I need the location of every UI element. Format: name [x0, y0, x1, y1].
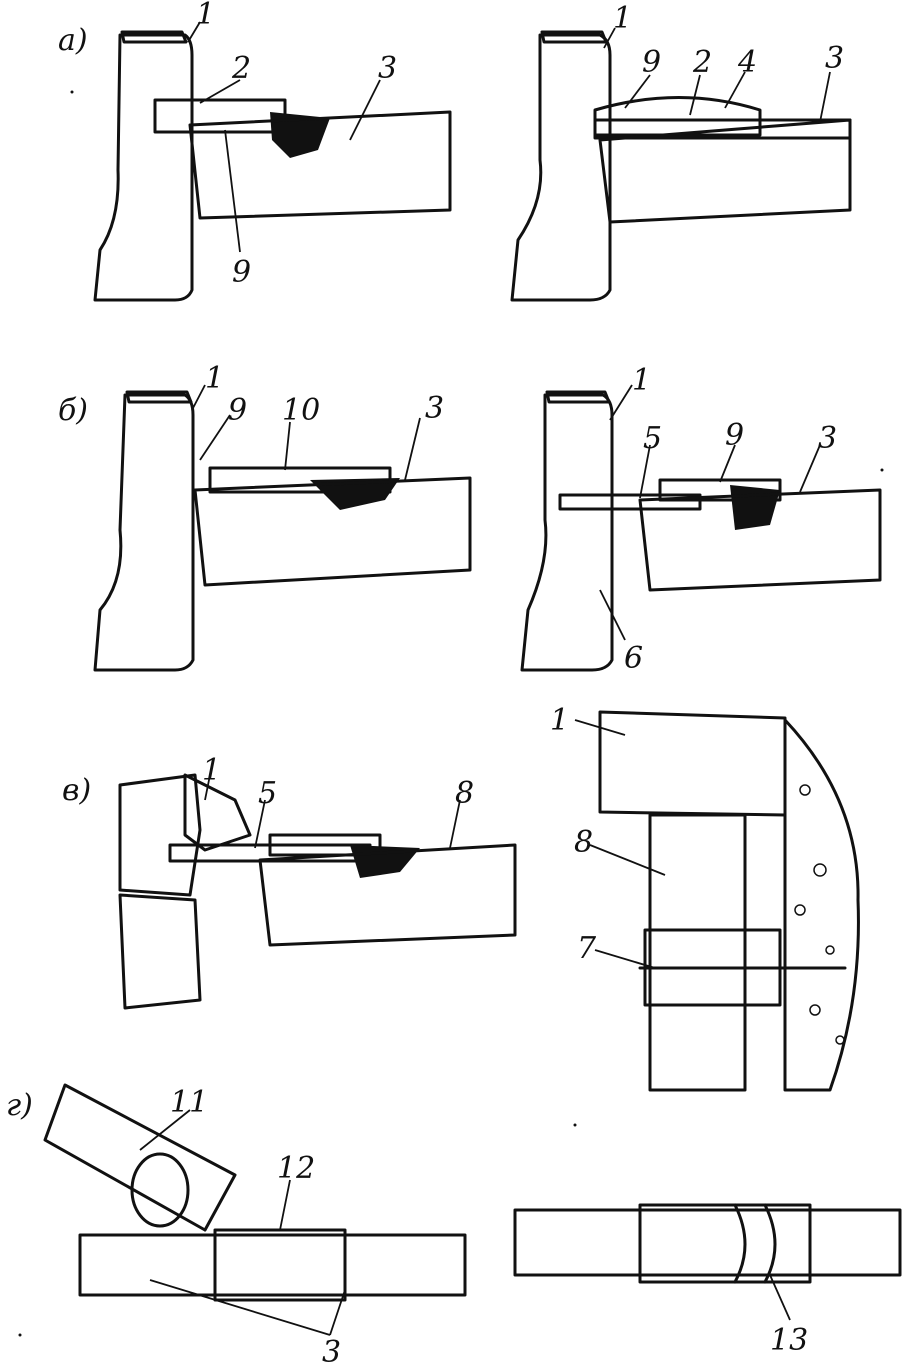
label-9-a-right: 9	[642, 45, 661, 80]
panel-a-right	[510, 30, 852, 302]
label-8-v-left: 8	[455, 776, 474, 811]
collar-4	[593, 96, 762, 137]
wall-cap	[540, 30, 608, 44]
coupling-13	[638, 1203, 812, 1284]
flange-wall	[510, 33, 612, 302]
label-12-g: 12	[277, 1151, 315, 1186]
wall-cap	[120, 30, 188, 44]
label-5-v-left: 5	[258, 776, 277, 811]
flange-wall	[93, 33, 194, 302]
sleeve-9	[153, 98, 287, 134]
flange-wall	[93, 393, 195, 672]
main-pipe-3	[78, 1233, 467, 1297]
label-3-b-left: 3	[425, 391, 444, 426]
wall-cap	[125, 390, 193, 404]
weld-bead	[733, 1203, 777, 1284]
section-label-b: б)	[58, 393, 88, 428]
label-11-g: 11	[170, 1085, 208, 1120]
label-3-a-right: 3	[825, 41, 844, 76]
panel-v-left	[118, 773, 517, 1010]
print-speck	[573, 1123, 577, 1127]
label-2-a-left: 2	[231, 51, 251, 86]
label-1-b-right: 1	[632, 363, 651, 398]
section-label-g: г)	[6, 1088, 33, 1123]
pipe-8-vertical	[648, 813, 747, 1092]
branch-pipe-11	[43, 1083, 237, 1232]
label-1-b-left: 1	[205, 361, 224, 396]
leader-lines	[139, 21, 831, 1336]
label-1-a-left: 1	[196, 0, 215, 32]
pipe-3	[638, 488, 882, 592]
sealant-fill	[730, 485, 780, 530]
label-13-g: 13	[770, 1323, 808, 1358]
label-5-b-right: 5	[643, 421, 662, 456]
label-4-a-right: 4	[737, 45, 757, 80]
wall-surface	[783, 718, 860, 1092]
aggregate-dots	[794, 784, 845, 1045]
label-1-v-left: 1	[202, 753, 221, 788]
fitting-1	[183, 773, 252, 852]
rod-5	[558, 493, 702, 511]
label-3-a-left: 3	[378, 51, 397, 86]
panel-a-left	[93, 30, 452, 302]
sealant-fill	[310, 478, 400, 510]
pipe-3	[188, 110, 452, 220]
wall-block-upper	[118, 773, 202, 897]
label-3-b-right: 3	[818, 421, 837, 456]
pipe-3	[598, 118, 852, 224]
pipe-3	[193, 476, 472, 587]
panel-b-left	[93, 390, 472, 672]
label-9-b-left: 9	[228, 393, 247, 428]
socket-ring	[130, 1152, 190, 1228]
panel-b-right	[520, 390, 882, 672]
label-10-b-left: 10	[282, 393, 320, 428]
label-7-v-right: 7	[577, 931, 597, 966]
print-speck	[70, 90, 74, 94]
wall-block-lower	[118, 893, 202, 1010]
section-label-v: в)	[62, 773, 91, 808]
print-speck	[18, 1333, 22, 1337]
fitting-1	[598, 710, 787, 817]
label-3-g: 3	[322, 1335, 341, 1367]
panel-v-right	[598, 710, 860, 1092]
label-1-v-right: 1	[550, 703, 569, 738]
coupling-12	[213, 1228, 347, 1302]
label-9-b-right: 9	[725, 418, 744, 453]
print-speck	[880, 468, 884, 472]
flange-wall	[520, 393, 614, 672]
section-label-a: а)	[58, 23, 88, 58]
label-8-v-right: 8	[574, 825, 593, 860]
main-pipe-3-right	[513, 1208, 902, 1277]
wall-cap	[545, 390, 611, 404]
label-1-a-right: 1	[613, 1, 632, 36]
label-2-a-right: 2	[692, 45, 712, 80]
label-6-b-right: 6	[624, 641, 643, 676]
pipe-8	[258, 843, 517, 947]
label-9-a-left: 9	[232, 255, 251, 290]
panel-g	[43, 1083, 902, 1302]
sealant-fill	[270, 112, 330, 158]
